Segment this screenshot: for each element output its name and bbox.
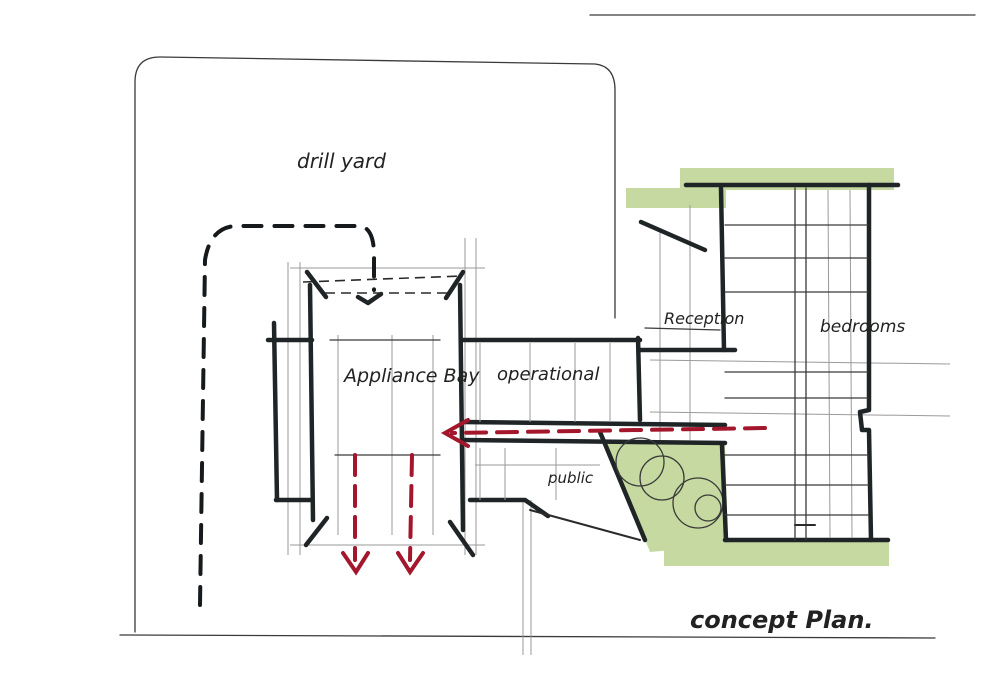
- label-drill-yard: drill yard: [297, 149, 386, 173]
- tree-icon: [639, 455, 685, 501]
- public-area-block: [467, 429, 648, 543]
- green-courtyard: [605, 440, 728, 552]
- appliance-bay-block: [265, 269, 476, 558]
- drawing-title: concept Plan.: [690, 606, 874, 634]
- tree-symbols: [615, 437, 724, 529]
- ground-line: [119, 634, 936, 639]
- label-bedrooms: bedrooms: [820, 317, 905, 337]
- arrow-head-down-icon: [396, 551, 425, 576]
- arrow-head-down-icon: [341, 551, 370, 576]
- label-operational: operational: [497, 364, 599, 385]
- tree-icon: [615, 437, 665, 487]
- dashed-drill-path: [198, 224, 377, 607]
- green-band-top-left: [626, 188, 726, 208]
- tree-icon: [694, 494, 722, 522]
- horizontal-circulation-arrow: [450, 426, 767, 435]
- circulation-arrows: [341, 418, 767, 576]
- label-appliance-bay: Appliance Bay: [342, 365, 480, 387]
- label-reception: Reception: [664, 309, 744, 328]
- operational-block: [459, 335, 728, 446]
- accommodation-wing: [637, 182, 901, 543]
- arrow-head-left-icon: [440, 418, 470, 448]
- label-public: public: [547, 469, 594, 487]
- vertical-circulation-arrow: [408, 453, 414, 562]
- site-boundary: [134, 56, 616, 633]
